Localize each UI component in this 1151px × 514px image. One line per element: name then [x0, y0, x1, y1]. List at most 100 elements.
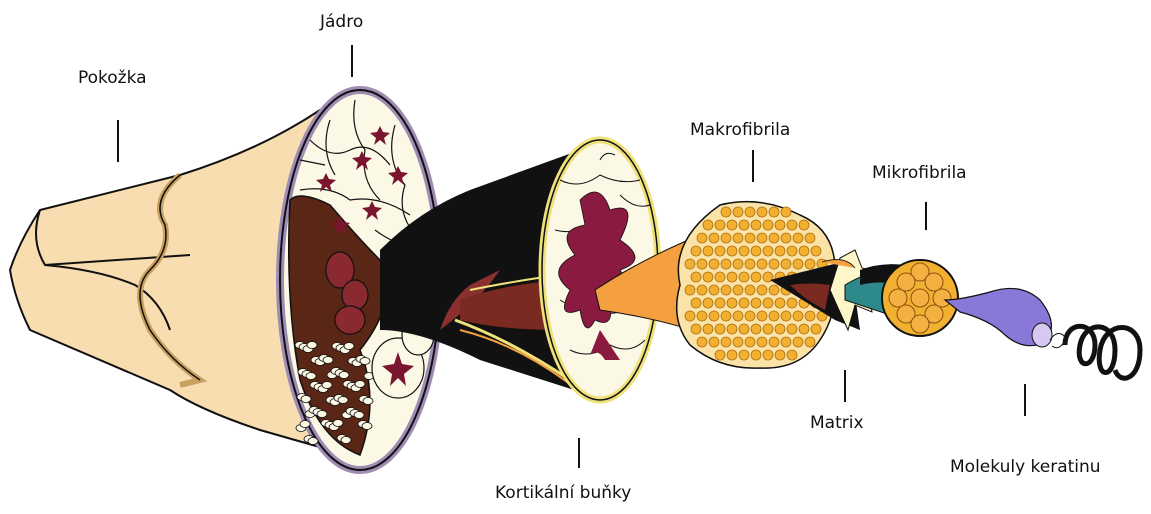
microfibril-dot [757, 233, 767, 243]
microfibril-dot [799, 324, 809, 334]
microfibril-dot [787, 350, 797, 360]
medulla-cell [354, 412, 364, 419]
medulla-cell [333, 420, 343, 427]
microfibril-dot [685, 285, 695, 295]
microfibril-dot [733, 337, 743, 347]
microfibril-dot [721, 233, 731, 243]
microfibril-dot [709, 259, 719, 269]
microfibril-dot [751, 350, 761, 360]
label-matrix: Matrix [810, 413, 864, 433]
microfibril-dot [787, 324, 797, 334]
tick-molekuly [1024, 384, 1026, 416]
microfibril-dot [727, 324, 737, 334]
microfibril-dot [739, 246, 749, 256]
microfibril-dot [781, 337, 791, 347]
protofibril-circle [933, 289, 951, 307]
microfibril-dot [805, 233, 815, 243]
protofibril-circle [925, 273, 943, 291]
microfibril-dot [745, 259, 755, 269]
microfibril-dot [745, 311, 755, 321]
microfibril-dot [703, 298, 713, 308]
microfibril-dot [739, 298, 749, 308]
microfibril-dot [727, 220, 737, 230]
microfibril-dot [739, 272, 749, 282]
microfibril-dot [721, 259, 731, 269]
microfibril-dot [715, 298, 725, 308]
medulla-cell [317, 411, 327, 418]
microfibril-dot [751, 298, 761, 308]
microfibril-dot [685, 259, 695, 269]
tick-kortikalni [578, 438, 580, 468]
microfibril-dot [763, 324, 773, 334]
microfibril-dot [763, 246, 773, 256]
microfibril-dot [733, 259, 743, 269]
tick-mikrofibrila [925, 202, 927, 230]
tick-matrix [844, 370, 846, 402]
microfibril-dot [769, 233, 779, 243]
medulla-cell [301, 396, 311, 403]
microfibril-dot [739, 350, 749, 360]
medulla-cell [362, 423, 372, 430]
microfibril-dot [757, 311, 767, 321]
microfibril-dot [697, 337, 707, 347]
microfibril-dot [763, 298, 773, 308]
microfibril-dot [715, 246, 725, 256]
microfibril-dot [763, 350, 773, 360]
microfibril-dot [691, 272, 701, 282]
microfibril-dot [691, 298, 701, 308]
microfibril-dot [757, 285, 767, 295]
microfibril-dot [745, 337, 755, 347]
microfibril-dot [757, 207, 767, 217]
microfibril-dot [787, 298, 797, 308]
microfibril-dot [775, 324, 785, 334]
microfibril-dot [685, 311, 695, 321]
medulla-cell [323, 357, 333, 364]
medulla-cell [306, 373, 316, 380]
microfibril-dot [709, 233, 719, 243]
microfibril-dot [757, 259, 767, 269]
microfibril-dot [739, 324, 749, 334]
microfibril-dot [793, 337, 803, 347]
microfibril-dot [775, 298, 785, 308]
protofibril-circle [897, 273, 915, 291]
microfibril-dot [697, 233, 707, 243]
microfibril-dot [709, 337, 719, 347]
label-mikrofibrila: Mikrofibrila [872, 163, 967, 183]
microfibril-dot [763, 220, 773, 230]
microfibril-dot [799, 220, 809, 230]
microfibril-dot [697, 311, 707, 321]
microfibril-dot [715, 272, 725, 282]
medulla-cell [363, 398, 373, 405]
microfibril-dot [769, 259, 779, 269]
microfibril-dot [697, 259, 707, 269]
microfibril-dot [703, 246, 713, 256]
microfibril-dot [715, 350, 725, 360]
microfibril-dot [751, 324, 761, 334]
medulla-cell [338, 397, 348, 404]
microfibril [882, 260, 958, 336]
microfibril-dot [721, 285, 731, 295]
medulla-cell [322, 382, 332, 389]
microfibril-dot [775, 246, 785, 256]
microfibril-dot [739, 220, 749, 230]
label-pokozka: Pokožka [78, 68, 147, 88]
microfibril-dot [793, 259, 803, 269]
microfibril-dot [697, 285, 707, 295]
microfibril-dot [769, 207, 779, 217]
tick-makrofibrila [752, 150, 754, 182]
microfibril-dot [745, 233, 755, 243]
medulla-cell [341, 437, 351, 444]
microfibril-dot [787, 246, 797, 256]
medulla-cell [300, 421, 310, 428]
microfibril-dot [727, 246, 737, 256]
microfibril-dot [727, 350, 737, 360]
label-molekuly: Molekuly keratinu [950, 457, 1101, 477]
microfibril-dot [781, 259, 791, 269]
microfibril-dot [775, 350, 785, 360]
microfibril-dot [787, 220, 797, 230]
label-kortikalni: Kortikální buňky [495, 483, 631, 503]
microfibril-dot [799, 246, 809, 256]
microfibril-dot [691, 246, 701, 256]
microfibril-dot [721, 337, 731, 347]
